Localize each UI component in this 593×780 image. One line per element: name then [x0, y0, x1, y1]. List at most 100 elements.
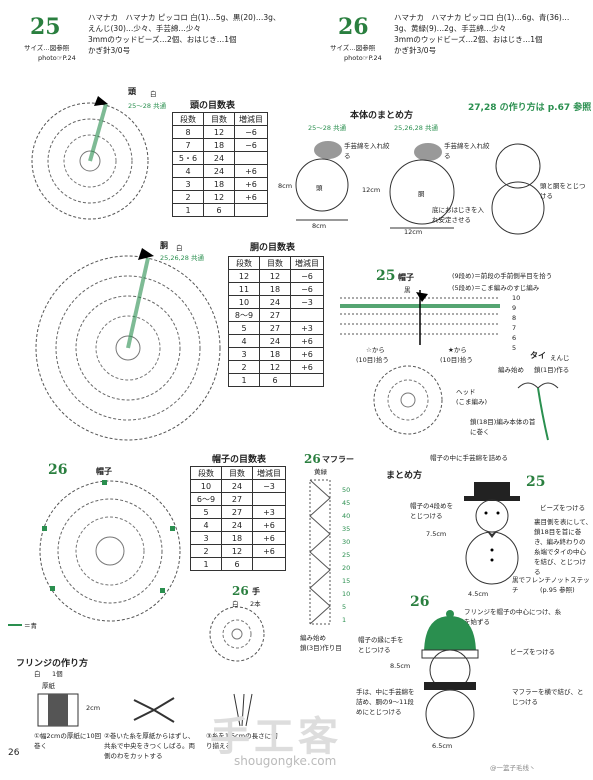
- hat25-row-9: 9: [512, 304, 517, 312]
- head-table-title: 頭の目数表: [190, 101, 236, 111]
- fringe-step-2: ②巻いた糸を厚紙からはずし、共糸で中央をきつくしばる。両側のわをカットする: [104, 732, 195, 760]
- hat25-row-8: 8: [512, 314, 517, 322]
- finish25-tie-note: 裏目側を表にして、鎖18目を首に巻き、編み終わりの糸端でタイの中心を結び、とじつ…: [534, 518, 592, 576]
- finish25-ref: (p.95 参照): [540, 586, 575, 594]
- assembly-diagram: [295, 141, 545, 235]
- body-table-title: 胴の目数表: [250, 243, 296, 253]
- hat26-number: 26: [48, 462, 68, 478]
- hat25-note1: (9段め)＝前段の手前側半目を拾う: [452, 272, 553, 280]
- body-crochet-diagram: [35, 248, 221, 441]
- fringe-step-3: ③糸を1.5cmの長さに切り揃える: [206, 732, 278, 750]
- hat25-brim-chart: [340, 290, 500, 345]
- materials-26: ハマナカ ハマナカ ピッコロ 白(1)…6g、青(36)… 3g、黄緑(9)…2…: [394, 13, 570, 55]
- stuff-body-note: 手芸綿を入れ絞る: [444, 142, 490, 160]
- bottom-note: 底におはじきを入れ安定させる: [432, 206, 484, 224]
- fringe-step-1: ①幅2cmの厚紙に10回巻く: [34, 732, 102, 750]
- fringe-diagram: [37, 693, 253, 727]
- finish26-snowman: [421, 610, 479, 739]
- hat26-legend: ＝青: [24, 622, 37, 630]
- assembly-body-label: 25,26,28 共通: [394, 124, 439, 132]
- hat25-row-6: 6: [512, 334, 517, 342]
- head-color: 白: [150, 90, 157, 98]
- photo-ref-26: photo☞P.24: [344, 54, 382, 62]
- fringe-count: 1個: [52, 670, 63, 678]
- hat25-top-diagram: [373, 365, 443, 435]
- hat25-pick1: (10目)拾う: [356, 356, 389, 364]
- body-width: 12cm: [404, 228, 423, 236]
- finish26-number: 26: [410, 594, 430, 610]
- size-label-25: サイズ…図参照: [24, 44, 70, 52]
- muffler-chain: 鎖(3目)作り目: [300, 644, 342, 652]
- fringe-size: 2cm: [86, 704, 101, 712]
- finish26-beads: ビーズをつける: [510, 648, 556, 656]
- tie-start: 編み始め: [498, 366, 524, 374]
- hand-count: 2本: [250, 600, 261, 608]
- muffler-chart: [309, 479, 331, 625]
- watermark: 手工客: [210, 714, 342, 760]
- materials-25: ハマナカ ハマナカ ピッコロ 白(1)…5g、黒(20)…3g、 えんじ(30)…: [88, 13, 281, 55]
- finish25-hat-attach: 帽子の4段めをとじつける: [410, 502, 454, 520]
- watermark-site: shougongke.com: [234, 754, 337, 768]
- hand-title: 手: [252, 587, 260, 596]
- hat25-mark-a: ☆から: [366, 346, 385, 354]
- head-name: 頭: [316, 184, 323, 192]
- finish25-snowman: [464, 482, 520, 585]
- muffler-start: 編み始め: [300, 634, 326, 642]
- stuff-head-note: 手芸綿を入れ絞る: [344, 142, 390, 160]
- head-title: 頭: [128, 87, 136, 96]
- finish26-fringe-note: フリンジを帽子の中心につけ、糸を始ずる: [464, 608, 562, 626]
- finish25-french: 黒でフレンチノットステッチ: [512, 576, 590, 594]
- finish25-title: まとめ方: [386, 471, 423, 481]
- tie-chain: 鎖(1目)作る: [534, 366, 570, 374]
- hat25-row-7: 7: [512, 324, 517, 332]
- finish26-muffler-note: マフラーを横で結び、とじつける: [512, 688, 584, 706]
- assembly-head-label: 25〜28 共通: [308, 124, 347, 132]
- head-crochet-diagram: [31, 96, 149, 220]
- hand-number: 26: [232, 584, 249, 598]
- hat25-mark-b: ★から: [448, 346, 467, 354]
- fringe-cardboard: 厚紙: [42, 682, 55, 690]
- page-number: 26: [8, 748, 20, 758]
- hat25-head-label: ヘッド: [456, 388, 476, 396]
- finish26-width: 6.5cm: [432, 742, 453, 750]
- hat25-note2: (5段め)＝こま編みのすじ編み: [452, 284, 540, 292]
- tie-note: 鎖(18目)編み本体の首に巻く: [470, 418, 536, 436]
- finish25-width: 4.5cm: [468, 590, 489, 598]
- photo-ref-25: photo☞P.24: [38, 54, 76, 62]
- tie-diagram: [517, 382, 559, 441]
- body-common: 25,26,28 共通: [160, 254, 205, 262]
- tie-title: タイ: [530, 351, 546, 360]
- hat26-crochet-diagram: [39, 480, 181, 622]
- hat25-title: 帽子: [398, 273, 414, 282]
- hat25-color: 黒: [404, 286, 411, 294]
- hand-diagram: [209, 606, 265, 662]
- finish25-hat-note: 帽子の中に手芸綿を詰める: [430, 454, 508, 462]
- head-width: 8cm: [312, 222, 327, 230]
- size-label-26: サイズ…図参照: [330, 44, 376, 52]
- finish26-hand-note: 手は、中に手芸綿を詰め、胴の9〜11段めにとじつける: [356, 688, 415, 716]
- hat25-row-10: 10: [512, 294, 521, 302]
- body-color: 白: [176, 244, 183, 252]
- muffler-number: 26: [304, 452, 321, 466]
- finish26-hat-attach: 帽子の縁に手をとじつける: [358, 636, 404, 654]
- join-note: 頭と胴をとじつける: [540, 182, 586, 200]
- body-name: 胴: [418, 190, 425, 198]
- assembly-title: 本体のまとめ方: [350, 111, 414, 121]
- hat26-title: 帽子: [96, 467, 112, 476]
- hat25-pick2: (10目)拾う: [440, 356, 473, 364]
- hat25-head-sub: (こま編み): [456, 398, 488, 406]
- body-title: 胴: [160, 241, 168, 250]
- fringe-title: フリンジの作り方: [16, 659, 89, 669]
- hat25-number: 25: [376, 268, 396, 284]
- tie-color: えんじ: [550, 354, 570, 362]
- fringe-color: 白: [34, 670, 41, 678]
- pattern-number-26: 26: [338, 14, 369, 40]
- muffler-color: 黄緑: [314, 468, 327, 476]
- body-height: 12cm: [362, 186, 381, 194]
- finish25-height: 7.5cm: [426, 530, 447, 538]
- pattern-number-25: 25: [30, 14, 61, 40]
- muffler-title: マフラー: [322, 455, 354, 464]
